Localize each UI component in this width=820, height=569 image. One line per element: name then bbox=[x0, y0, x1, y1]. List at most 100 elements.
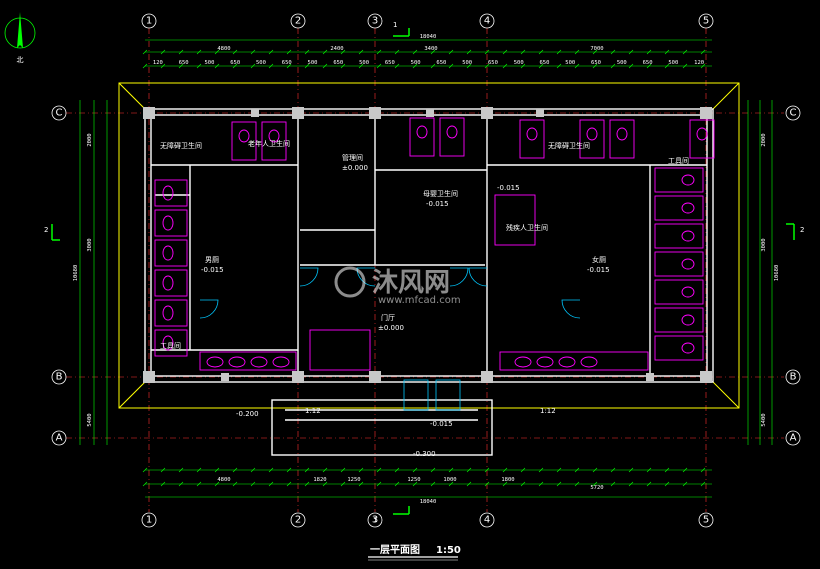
women-stall bbox=[654, 335, 704, 361]
dim-top-detail-15: 650 bbox=[540, 60, 550, 66]
axis-bubble-bottom-5-circle bbox=[698, 512, 714, 528]
room-men-level: -0.015 bbox=[201, 266, 224, 274]
dim-tick bbox=[250, 467, 256, 473]
axis-bubble-bottom-4: 4 bbox=[479, 512, 495, 528]
structural-column-small bbox=[646, 373, 654, 381]
vanity-counter-right bbox=[499, 351, 649, 371]
axis-bubble-top-3: 3 bbox=[367, 13, 383, 29]
dim-tick bbox=[430, 63, 436, 69]
washbasin-icon bbox=[206, 356, 224, 368]
axis-bubble-top-1: 1 bbox=[141, 13, 157, 29]
room-accessible-level: -0.015 bbox=[497, 184, 520, 192]
dim-top-detail-16: 500 bbox=[565, 60, 575, 66]
room-mgmt: 管理间 bbox=[342, 153, 363, 162]
dim-left-span-0: 3000 bbox=[87, 238, 93, 251]
room-hall: 门厅 bbox=[381, 313, 395, 322]
dim-tick bbox=[358, 467, 364, 473]
dim-tick bbox=[358, 63, 364, 69]
cubicle bbox=[261, 121, 287, 161]
axis-bubble-left-B-circle bbox=[51, 369, 67, 385]
toilet-icon bbox=[446, 125, 458, 139]
door-swing bbox=[299, 267, 319, 287]
toilet-icon bbox=[681, 174, 695, 186]
dim-tick bbox=[538, 467, 544, 473]
outdoor-level: -0.300 bbox=[413, 450, 436, 458]
dim-tick bbox=[646, 49, 652, 55]
structural-column bbox=[292, 371, 304, 383]
outline-corner-br bbox=[712, 381, 740, 409]
dim-tick bbox=[628, 467, 634, 473]
structural-column bbox=[143, 371, 155, 383]
section-mark-bottom: 1 bbox=[373, 506, 410, 524]
axis-bubble-bottom-1-circle bbox=[141, 512, 157, 528]
dim-top-overall: 18040 bbox=[420, 34, 437, 40]
dim-bottom-overall: 18040 bbox=[420, 499, 437, 505]
watermark: 沐风网 www.mfcad.com bbox=[334, 266, 461, 306]
dim-tick bbox=[628, 49, 634, 55]
room-men: 男厕 bbox=[205, 256, 219, 264]
room-elderly: 老年人卫生间 bbox=[248, 139, 290, 148]
dim-tick bbox=[250, 481, 256, 487]
axis-bubble-right-B-circle bbox=[785, 369, 801, 385]
men-stall bbox=[154, 299, 188, 327]
cubicle bbox=[231, 121, 257, 161]
dim-top-detail-18: 500 bbox=[617, 60, 627, 66]
section-mark-left: 2 bbox=[44, 224, 60, 241]
axis-bubble-top-1-label: 1 bbox=[146, 16, 152, 27]
dim-top-detail-7: 650 bbox=[333, 60, 343, 66]
toilet-icon bbox=[162, 215, 174, 231]
women-stall bbox=[654, 251, 704, 277]
main-door-right bbox=[435, 379, 461, 411]
axis-bubble-left-B-label: B bbox=[56, 372, 63, 383]
axis-bubble-left-A-label: A bbox=[56, 433, 63, 444]
dim-tick bbox=[556, 481, 562, 487]
dim-tick bbox=[520, 481, 526, 487]
cubicle bbox=[689, 119, 715, 159]
section-label-bottom: 1 bbox=[373, 516, 377, 524]
dim-tick bbox=[394, 63, 400, 69]
exterior-wall-inner bbox=[150, 114, 708, 377]
dim-tick bbox=[196, 49, 202, 55]
axis-bubble-right-B: B bbox=[785, 369, 801, 385]
dim-tick bbox=[340, 63, 346, 69]
dim-tick bbox=[160, 467, 166, 473]
dim-tick bbox=[592, 481, 598, 487]
dim-tick bbox=[412, 63, 418, 69]
dim-tick bbox=[214, 49, 220, 55]
axis-bubble-top-2-circle bbox=[290, 13, 306, 29]
dim-tick bbox=[700, 467, 706, 473]
dim-tick bbox=[628, 481, 634, 487]
women-stall bbox=[654, 167, 704, 193]
dim-tick bbox=[376, 481, 382, 487]
dim-tick bbox=[574, 63, 580, 69]
toilet-icon bbox=[681, 314, 695, 326]
dim-tick bbox=[556, 63, 562, 69]
dim-left-overall: 10680 bbox=[73, 265, 79, 282]
dim-tick bbox=[430, 467, 436, 473]
dim-tick bbox=[268, 467, 274, 473]
dim-tick bbox=[538, 481, 544, 487]
outline-corner-tr bbox=[712, 82, 740, 110]
dim-tick bbox=[610, 49, 616, 55]
axis-bubble-left-C-label: C bbox=[56, 108, 63, 119]
dim-tick bbox=[178, 467, 184, 473]
outline-corner-bl bbox=[118, 381, 146, 409]
axis-bubble-bottom-4-circle bbox=[479, 512, 495, 528]
axis-bubble-bottom-4-label: 4 bbox=[484, 515, 490, 526]
dim-tick bbox=[322, 63, 328, 69]
toilet-icon bbox=[268, 129, 280, 143]
axis-bubble-bottom-3: 3 bbox=[367, 512, 383, 528]
dim-tick bbox=[574, 49, 580, 55]
toilet-icon bbox=[526, 127, 538, 141]
axis-bubble-right-C-circle bbox=[785, 105, 801, 121]
dim-tick bbox=[430, 481, 436, 487]
axis-bubble-bottom-3-label: 3 bbox=[372, 515, 378, 526]
dim-tick bbox=[304, 49, 310, 55]
toilet-icon bbox=[162, 245, 174, 261]
dim-top-detail-17: 650 bbox=[591, 60, 601, 66]
ramp-left: 1:12 bbox=[305, 407, 321, 415]
dim-tick bbox=[610, 63, 616, 69]
dim-left-span-1: 5400 bbox=[87, 413, 93, 426]
dim-tick bbox=[502, 467, 508, 473]
